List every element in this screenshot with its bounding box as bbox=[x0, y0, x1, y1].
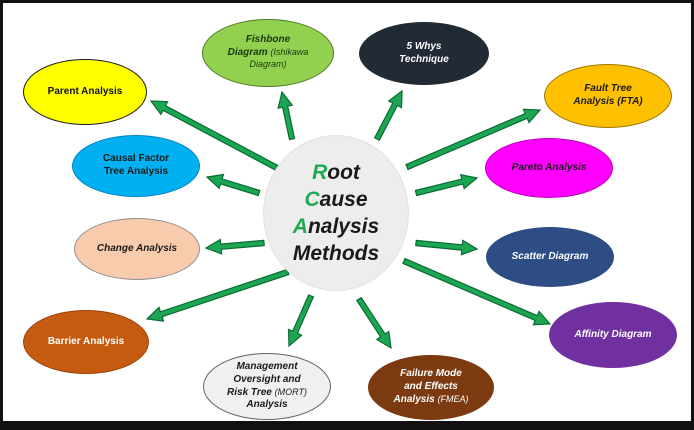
center-line-analysis: Analysis bbox=[292, 215, 380, 238]
node-pareto-analysis: Pareto Analysis bbox=[485, 138, 613, 198]
node-fault-tree-analysis-fta: Fault Tree Analysis (FTA) bbox=[544, 64, 672, 128]
node-5-whys-technique: 5 Whys Technique bbox=[359, 22, 489, 85]
node-label: Barrier Analysis bbox=[47, 335, 125, 347]
node-label: Scatter Diagram bbox=[511, 250, 589, 262]
node-label: Affinity Diagram bbox=[574, 328, 652, 340]
node-label: Fault Tree Analysis (FTA) bbox=[573, 83, 643, 107]
node-causal-factor-tree-analysis: Causal Factor Tree Analysis bbox=[72, 135, 200, 197]
node-scatter-diagram: Scatter Diagram bbox=[486, 227, 614, 287]
node-label: Failure Mode and Effects Analysis bbox=[393, 368, 462, 405]
node-label: Parent Analysis bbox=[47, 85, 123, 97]
arrow-to-causal-factor-tree bbox=[205, 173, 261, 197]
arrow-to-barrier-analysis bbox=[145, 268, 290, 322]
arrow-to-scatter-diagram bbox=[415, 239, 479, 256]
node-change-analysis: Change Analysis bbox=[74, 218, 200, 280]
node-label: Change Analysis bbox=[96, 242, 178, 254]
center-line-cause: Cause bbox=[304, 188, 368, 211]
node-sublabel: (Ishikawa Diagram) bbox=[249, 46, 309, 70]
node-failure-mode-effects-analysis-fmea: Failure Mode and Effects Analysis (FMEA) bbox=[368, 355, 494, 420]
node-label: 5 Whys Technique bbox=[399, 40, 449, 65]
node-barrier-analysis: Barrier Analysis bbox=[23, 310, 149, 374]
node-label-2: Analysis bbox=[246, 399, 288, 411]
node-sublabel: (FMEA) bbox=[437, 393, 469, 404]
node-label: Pareto Analysis bbox=[511, 161, 587, 173]
arrow-to-fishbone-diagram bbox=[277, 90, 296, 141]
arrow-to-change-analysis bbox=[204, 238, 265, 255]
node-affinity-diagram: Affinity Diagram bbox=[549, 302, 677, 368]
center-line-methods: Methods bbox=[292, 242, 380, 265]
arrow-to-pareto-analysis bbox=[414, 173, 479, 197]
node-sublabel: (MORT) bbox=[274, 386, 307, 397]
node-label: Fishbone Diagram bbox=[227, 33, 291, 58]
arrow-to-five-whys-technique bbox=[373, 89, 403, 142]
center-line-root: Root bbox=[312, 161, 360, 184]
arrow-to-mort bbox=[287, 294, 315, 348]
node-label: Causal Factor Tree Analysis bbox=[102, 153, 170, 177]
node-parent-analysis: Parent Analysis bbox=[23, 59, 147, 125]
node-fishbone-diagram: Fishbone Diagram (Ishikawa Diagram) bbox=[202, 19, 334, 87]
node-root-cause-analysis-methods: Root Cause Analysis Methods bbox=[263, 135, 409, 291]
node-label: Management Oversight and Risk Tree bbox=[227, 360, 301, 398]
arrow-to-fmea bbox=[355, 296, 392, 350]
node-mort-analysis: Management Oversight and Risk Tree (MORT… bbox=[203, 353, 331, 420]
